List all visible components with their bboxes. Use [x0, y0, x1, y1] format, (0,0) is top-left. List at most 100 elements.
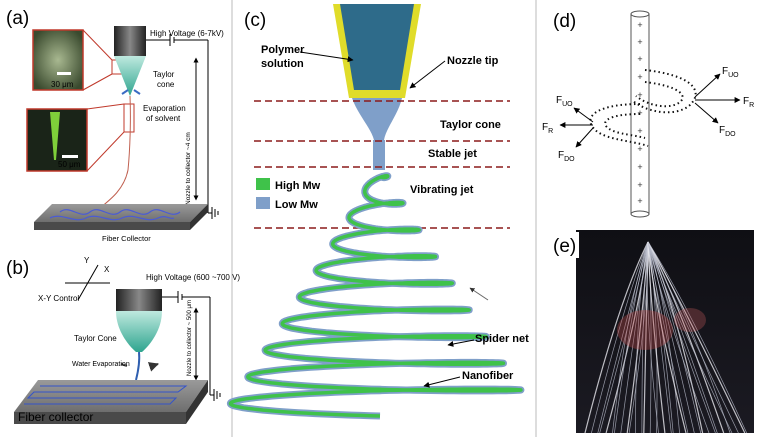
- taylor-cone-label: Taylor cone: [440, 119, 501, 131]
- force-arrow-fdo-right: [694, 102, 719, 124]
- legend-high-swatch: [256, 178, 270, 190]
- photo-strand: [591, 241, 649, 434]
- photo-strand: [605, 241, 649, 434]
- spider-net-pointer-light: [469, 287, 489, 301]
- connector-line: [86, 131, 125, 172]
- charge-plus: +: [637, 108, 642, 118]
- photo-fiber-strands: [584, 241, 748, 434]
- charge-plus: +: [637, 144, 642, 154]
- panel-d-label: (d): [553, 11, 576, 32]
- legend-low-label: Low Mw: [275, 199, 318, 211]
- nanofiber-label: Nanofiber: [462, 370, 514, 382]
- spider-net-photo: [576, 230, 754, 433]
- nozzle: [116, 289, 162, 311]
- polymer-solution-fill: [340, 4, 414, 90]
- legend-high-label: High Mw: [275, 180, 321, 192]
- jet-path: [94, 95, 131, 213]
- charge-plus: +: [637, 126, 642, 136]
- micrograph-taylor-cone: [32, 29, 84, 91]
- charge-plus: +: [637, 37, 642, 47]
- water-evaporation-label: Water Evaporation: [72, 361, 130, 368]
- photo-strand: [646, 241, 659, 434]
- collector-front: [34, 222, 190, 230]
- photo-strand: [599, 241, 649, 434]
- photo-strand: [641, 241, 649, 434]
- evaporation-label-2: of solvent: [146, 114, 181, 123]
- collector-label: Fiber collector: [18, 410, 93, 424]
- photo-red-glow: [617, 310, 673, 350]
- charge-plus: +: [637, 90, 642, 100]
- panel-b: (b) Y X X-Y Control Taylor Cone Water Ev…: [6, 256, 240, 424]
- zoom-box: [123, 103, 135, 133]
- charge-plus: +: [637, 72, 642, 82]
- force-label-fdo-left: FDO: [558, 150, 575, 163]
- fiber-top: [630, 10, 650, 18]
- nozzle-tip-label: Nozzle tip: [447, 55, 499, 67]
- nozzle: [114, 26, 146, 56]
- taylor-cone-label: Taylor Cone: [74, 334, 117, 343]
- charge-signs: +++++++++++: [637, 20, 642, 206]
- connector-line: [82, 29, 113, 61]
- photo-strand: [647, 241, 666, 434]
- panel-e-label: (e): [553, 236, 576, 257]
- photo-strand: [647, 241, 716, 434]
- evaporation-label-1: Evaporation: [143, 104, 186, 113]
- vibrating-jet-label: Vibrating jet: [410, 184, 474, 196]
- collector-side: [186, 380, 208, 424]
- lobe-right-outer: [631, 69, 697, 114]
- panel-d: (d) +++++++++++ FUO FR FDO FUO FR FDO: [542, 10, 754, 218]
- scale-label-50: 50 μm: [58, 160, 81, 169]
- force-label-fr-left: FR: [542, 122, 553, 135]
- fiber-mat: [49, 209, 181, 221]
- collector-top: [34, 204, 208, 222]
- charge-plus: +: [637, 54, 642, 64]
- charge-plus: +: [637, 180, 642, 190]
- photo-strand: [584, 241, 649, 434]
- stable-jet-label: Stable jet: [428, 148, 477, 160]
- force-label-fdo-right: FDO: [719, 125, 736, 138]
- panel-c: (c) Polymer solution Nozzle tip Taylor c…: [226, 4, 529, 420]
- micrograph-jet-stream: [50, 112, 60, 160]
- collector-front: [14, 412, 186, 424]
- scale-bar-30: [57, 72, 71, 75]
- stable-jet: [373, 140, 385, 170]
- panel-b-label: (b): [6, 258, 29, 279]
- nozzle-tip-pointer: [409, 60, 446, 89]
- photo-red-glow: [674, 308, 706, 332]
- force-label-fuo-right: FUO: [722, 66, 739, 79]
- high-voltage-label: High Voltage (6-7kV): [150, 29, 224, 38]
- charge-plus: +: [637, 196, 642, 206]
- photo-strand: [647, 241, 746, 434]
- nanofiber-pointer: [423, 376, 461, 388]
- axis-y-line: [77, 264, 99, 301]
- panel-a: (a) 30 μm 50 μm High Voltage (6-7kV) Tay…: [6, 8, 224, 243]
- evaporation-arrows: [120, 364, 158, 366]
- fiber-bottom: [630, 210, 650, 218]
- xy-control-label: X-Y Control: [38, 294, 79, 303]
- photo-strand: [647, 241, 718, 434]
- collector-top: [14, 380, 208, 412]
- scale-bar-50: [62, 155, 78, 158]
- jet-path: [135, 351, 141, 381]
- taylor-cone-shape: [114, 56, 146, 96]
- force-label-fuo-left: FUO: [556, 95, 573, 108]
- charge-plus: +: [637, 162, 642, 172]
- photo-strand: [643, 241, 649, 434]
- panel-e: (e): [549, 230, 754, 434]
- photo-strand: [620, 241, 649, 434]
- scale-label-30: 30 μm: [51, 80, 74, 89]
- taylor-label-1: Taylor: [153, 70, 175, 79]
- distance-label: Nozzle to collector ~4 cm: [185, 132, 192, 205]
- photo-strand: [597, 241, 649, 434]
- connector-line: [86, 103, 125, 110]
- photo-strand: [647, 241, 704, 434]
- panel-c-label: (c): [244, 10, 266, 31]
- high-voltage-label: High Voltage (600 ~700 V): [146, 273, 240, 282]
- photo-strand: [647, 241, 695, 434]
- force-arrow-fuo-left: [573, 107, 594, 123]
- photo-strand: [647, 241, 689, 434]
- photo-strand: [647, 241, 739, 434]
- axis-x-label: X: [104, 265, 110, 274]
- connector-line: [82, 73, 113, 91]
